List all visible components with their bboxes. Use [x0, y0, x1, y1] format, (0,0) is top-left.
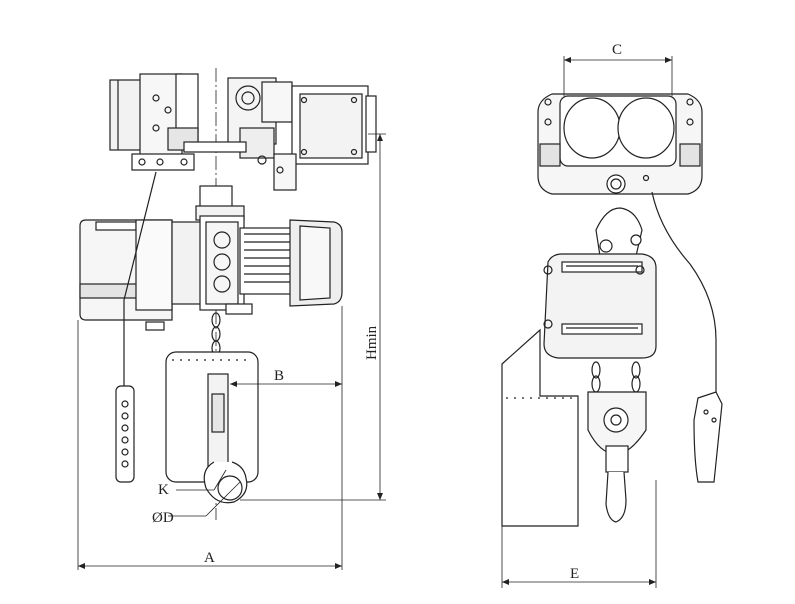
hoist-body-front	[543, 253, 657, 359]
label-C: C	[612, 42, 622, 58]
front-view	[501, 93, 723, 527]
trolley-motor-right	[227, 77, 377, 191]
front-dimensions	[501, 56, 673, 588]
hook-block	[203, 373, 248, 504]
trolley-frame	[537, 93, 703, 195]
pendant-control	[115, 171, 157, 483]
label-A: A	[204, 550, 215, 566]
side-view	[79, 68, 377, 520]
label-D: ØD	[152, 510, 174, 526]
trolley-motor-left	[109, 73, 199, 171]
label-K: K	[158, 482, 169, 498]
label-E: E	[570, 566, 579, 582]
hoist-body	[79, 215, 343, 331]
label-Hmin: Hmin	[364, 325, 380, 360]
side-dimensions	[77, 133, 386, 570]
label-B: B	[274, 368, 284, 384]
